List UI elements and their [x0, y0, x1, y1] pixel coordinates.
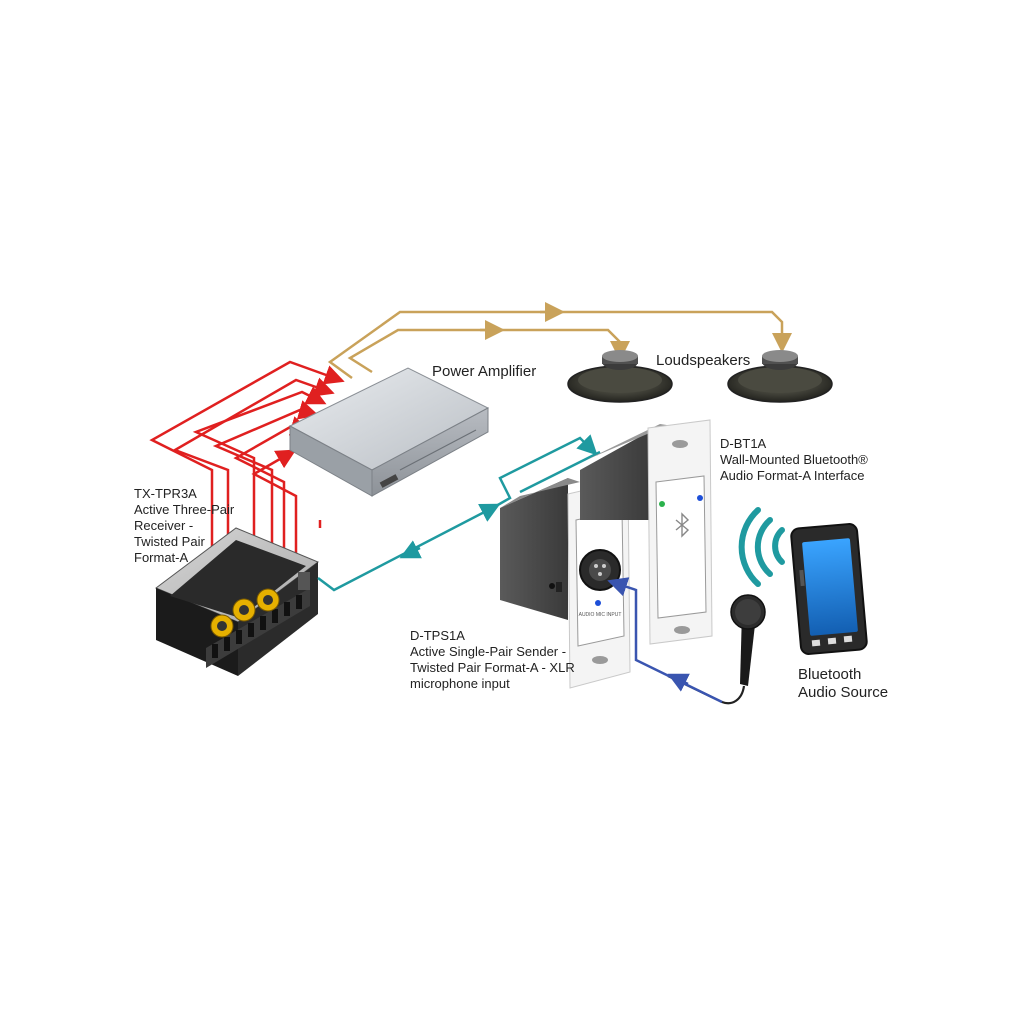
rca-jack-1 — [210, 614, 234, 638]
terminal-blocks — [212, 595, 302, 658]
mic-signal-cable — [607, 577, 723, 704]
d-bt1a-title: D-BT1A — [720, 436, 767, 451]
rca-jack-3 — [256, 588, 280, 612]
power-amplifier — [288, 367, 490, 497]
smartphone-icon — [790, 523, 868, 655]
bluetooth-source-label: Bluetooth Audio Source — [798, 666, 888, 702]
d-bt1a-device — [580, 419, 713, 645]
bluetooth-waves-icon — [738, 507, 785, 587]
loudspeaker-left — [567, 350, 673, 403]
microphone-cable — [667, 675, 746, 705]
d-bt1a-line-2: Audio Format-A Interface — [720, 468, 865, 483]
tx-tpr3a-line-3: Twisted Pair — [134, 534, 205, 549]
microphone — [730, 594, 766, 686]
d-tps1a-title: D-TPS1A — [410, 628, 465, 643]
red-cable-1 — [149, 360, 345, 612]
speaker-cable-outer — [327, 310, 792, 380]
tx-tpr3a-label: TX-TPR3A Active Three-Pair Receiver - Tw… — [134, 486, 234, 566]
twisted-pair-cables — [317, 434, 601, 592]
d-bt1a-label: D-BT1A Wall-Mounted Bluetooth® Audio For… — [720, 436, 868, 484]
d-tps1a-line-3: microphone input — [410, 676, 510, 691]
loudspeakers-label: Loudspeakers — [656, 352, 751, 369]
tx-tpr3a-title: TX-TPR3A — [134, 486, 197, 501]
teal-cable-link — [519, 450, 601, 494]
tx-tpr3a-line-4: Format-A — [134, 550, 189, 565]
d-tps1a-line-2: Twisted Pair Format-A - XLR — [410, 660, 575, 675]
red-cable-4 — [212, 400, 319, 620]
teal-cable-main — [317, 503, 501, 592]
tx-tpr3a-line-2: Receiver - — [134, 518, 194, 533]
bluetooth-source-line-2: Audio Source — [798, 684, 889, 701]
tx-tpr3a-line-1: Active Three-Pair — [134, 502, 235, 517]
red-cable-3 — [192, 386, 327, 608]
loudspeaker-right — [727, 350, 833, 403]
wallplate-tps-text: AUDIO MIC INPUT — [579, 612, 622, 618]
teal-arrow-mid — [399, 540, 422, 559]
rca-jack-2 — [232, 598, 256, 622]
d-bt1a-line-1: Wall-Mounted Bluetooth® — [720, 452, 868, 467]
teal-cable-up — [495, 434, 598, 508]
xlr-connector — [579, 549, 621, 591]
d-tps1a-line-1: Active Single-Pair Sender - — [410, 644, 567, 659]
speaker-cables — [327, 302, 792, 380]
d-tps1a-device: AUDIO MIC INPUT — [500, 478, 631, 689]
power-amplifier-label: Power Amplifier — [432, 363, 537, 380]
red-cable-2 — [172, 377, 335, 622]
bluetooth-symbol-icon — [675, 512, 690, 538]
tx-tpr3a-receiver — [154, 527, 320, 676]
d-tps1a-label: D-TPS1A Active Single-Pair Sender - Twis… — [410, 628, 575, 692]
bluetooth-source-line-1: Bluetooth — [798, 666, 862, 683]
